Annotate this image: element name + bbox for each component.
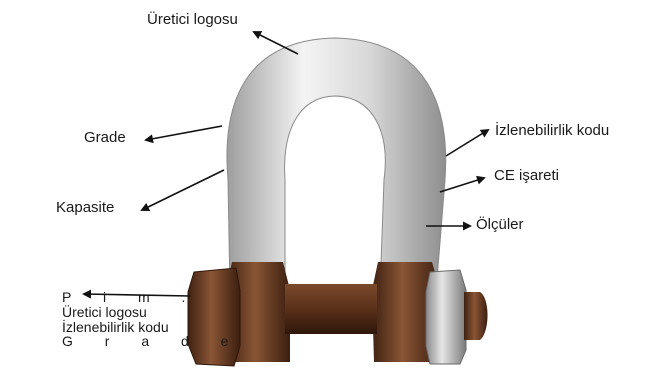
arrow-ce-mark	[440, 178, 484, 192]
label-pin-grade: G r a d e	[62, 334, 242, 349]
label-manufacturer-logo: Üretici logosu	[147, 12, 238, 27]
arrow-capacity	[142, 170, 224, 210]
arrow-grade	[146, 126, 222, 140]
nut	[426, 270, 466, 364]
label-pin-traceability-code: İzlenebilirlik kodu	[62, 320, 242, 335]
label-pin-manufacturer-logo: Üretici logosu	[62, 305, 242, 320]
label-ce-mark: CE işareti	[494, 168, 559, 183]
label-pin: P i m .	[62, 290, 242, 305]
label-capacity: Kapasite	[56, 200, 114, 215]
shackle-bow	[227, 38, 446, 292]
label-traceability-code: İzlenebilirlik kodu	[495, 123, 609, 138]
pin-tip	[464, 292, 488, 340]
label-dimensions: Ölçüler	[476, 217, 524, 232]
label-grade: Grade	[84, 130, 126, 145]
arrow-manufacturer-logo	[254, 32, 298, 54]
arrow-traceability-code	[446, 130, 488, 156]
pin-shaft	[285, 284, 377, 334]
pin-label-block: P i m . Üretici logosu İzlenebilirlik ko…	[62, 290, 242, 349]
